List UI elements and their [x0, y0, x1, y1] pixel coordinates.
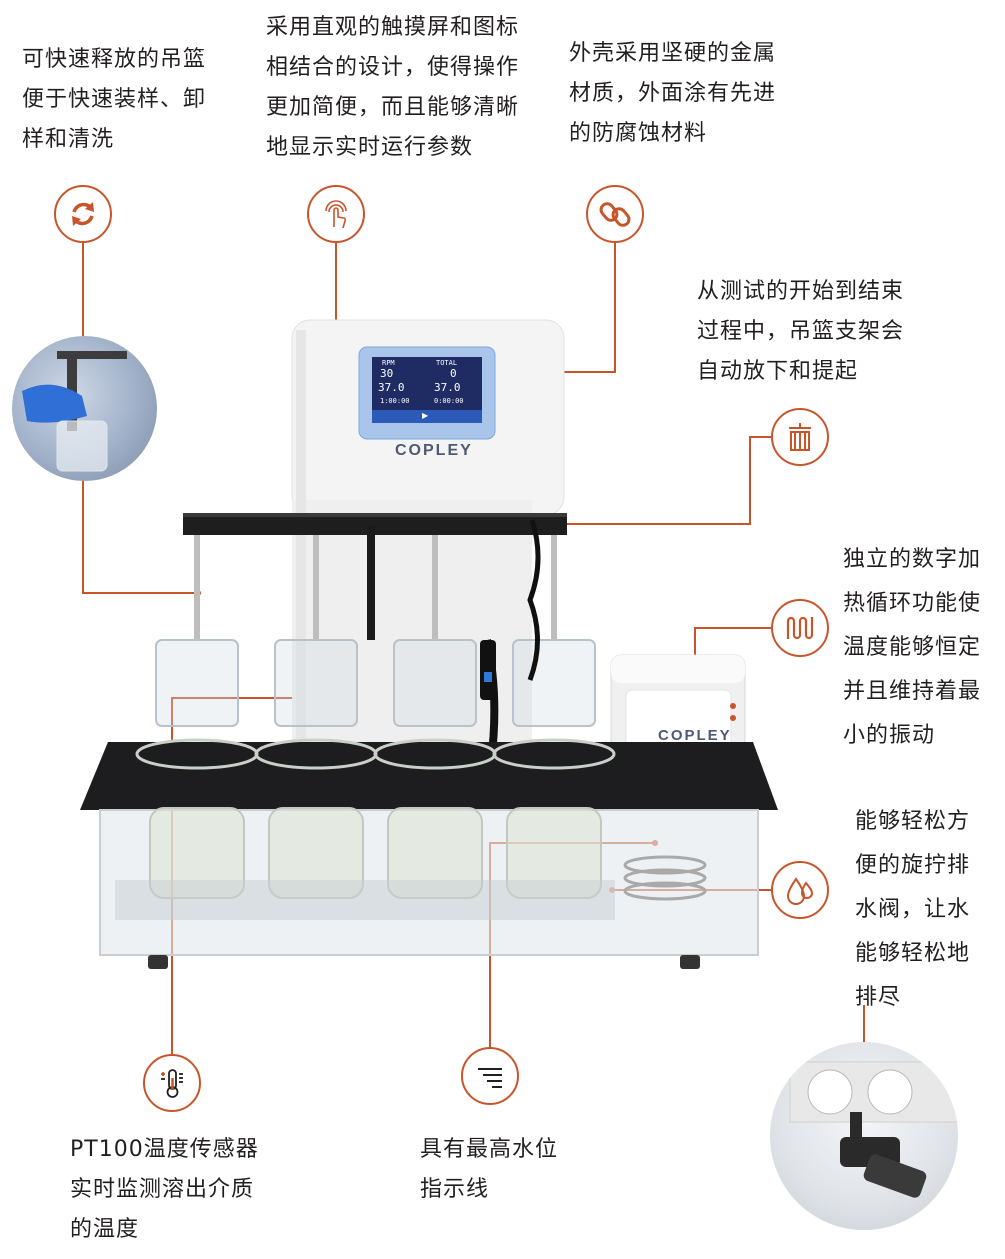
link-icon — [586, 185, 644, 243]
water-drops-icon — [771, 861, 829, 919]
temp-2-value: 37.0 — [434, 381, 461, 394]
basket-loading-photo — [12, 336, 157, 481]
drain-valve-photo — [770, 1042, 958, 1230]
rpm-label: RPM — [382, 359, 395, 367]
callout-sensor-text: PT100温度传感器 实时监测溶出介质 的温度 — [70, 1137, 259, 1242]
heater-brand-logo: COPLEY — [658, 727, 732, 744]
total-label: TOTAL — [436, 359, 458, 367]
callout-waterline-text: 具有最高水位 指示线 — [420, 1137, 559, 1202]
touch-screen[interactable]: RPM 30 TOTAL 0 37.0 37.0 1:00:00 0:00:00… — [372, 357, 482, 423]
heater-coil-icon — [771, 599, 829, 657]
callout-touchscreen-text: 采用直观的触摸屏和图标 相结合的设计，使得操作 更加简便，而且能够清晰 地显示实… — [266, 15, 520, 160]
rpm-value: 30 — [380, 367, 394, 380]
temp-1-value: 37.0 — [378, 381, 405, 394]
callout-basket-text: 可快速释放的吊篮 便于快速装样、卸 样和清洗 — [22, 47, 207, 152]
callout-heater-text: 独立的数字加 热循环功能使 温度能够恒定 并且维持着最 小的振动 — [843, 547, 982, 748]
level-lines-icon — [461, 1047, 519, 1105]
device-brand-logo: COPLEY — [395, 442, 473, 459]
callout-drain-text: 能够轻松方 便的旋拧排 水阀，让水 能够轻松地 排尽 — [855, 809, 971, 1010]
touch-icon — [307, 185, 365, 243]
refresh-icon — [54, 185, 112, 243]
total-value: 0 — [450, 367, 457, 380]
basket-rack-icon — [771, 408, 829, 466]
time-2-value: 0:00:00 — [434, 397, 464, 405]
time-1-value: 1:00:00 — [380, 397, 410, 405]
callout-housing-text: 外壳采用坚硬的金属 材质，外面涂有先进 的防腐蚀材料 — [569, 41, 777, 146]
thermometer-icon — [143, 1054, 201, 1112]
callout-lift-text: 从测试的开始到结束 过程中，吊篮支架会 自动放下和提起 — [697, 279, 905, 384]
play-icon[interactable]: ▶ — [422, 411, 429, 420]
